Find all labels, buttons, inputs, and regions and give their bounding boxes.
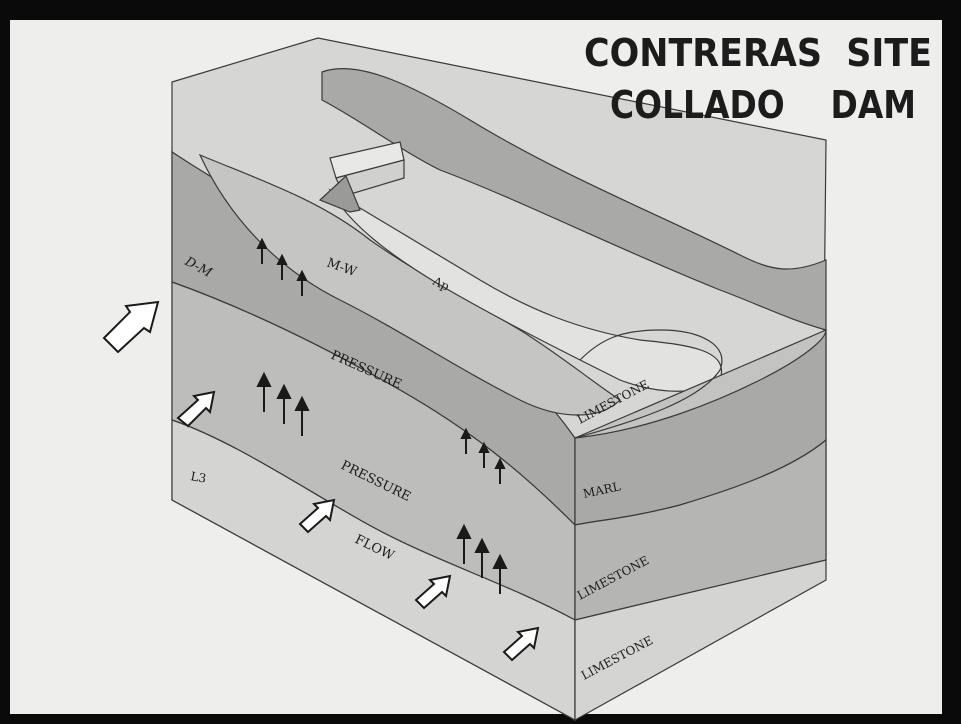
flow-arrow-icon (298, 498, 336, 534)
title-block: CONTRERAS SITE COLLADO DAM (584, 31, 932, 127)
upward-arrow-icon (256, 237, 268, 264)
pressure-arrows (256, 237, 508, 594)
upward-arrow-icon (276, 253, 288, 280)
limestone-loop (574, 329, 723, 439)
flow-arrow-icon (414, 574, 452, 610)
title-line-1: CONTRERAS SITE (584, 31, 932, 75)
upward-arrow-icon (296, 269, 308, 296)
upward-arrow-icon (492, 553, 508, 594)
upward-arrow-icon (294, 395, 310, 436)
right-layer-bottom (574, 559, 827, 722)
flow-arrows (102, 300, 540, 662)
label-ap: Ap (430, 274, 452, 294)
flow-arrow-icon (102, 300, 160, 354)
upward-arrow-icon (460, 427, 472, 454)
dam (318, 141, 405, 213)
upward-arrow-icon (256, 371, 272, 412)
flow-arrow-icon (176, 390, 216, 428)
block-diagram (171, 37, 827, 722)
upward-arrow-icon (494, 457, 506, 484)
upward-arrow-icon (478, 441, 490, 468)
upward-arrow-icon (456, 523, 472, 564)
label-l3: L3 (189, 469, 207, 485)
upward-arrow-icon (276, 383, 292, 424)
flow-arrow-icon (502, 626, 540, 662)
mw-lens (198, 153, 621, 416)
title-line-2: COLLADO DAM (610, 83, 916, 127)
left-layer-low (171, 419, 576, 722)
upward-arrow-icon (474, 537, 490, 578)
